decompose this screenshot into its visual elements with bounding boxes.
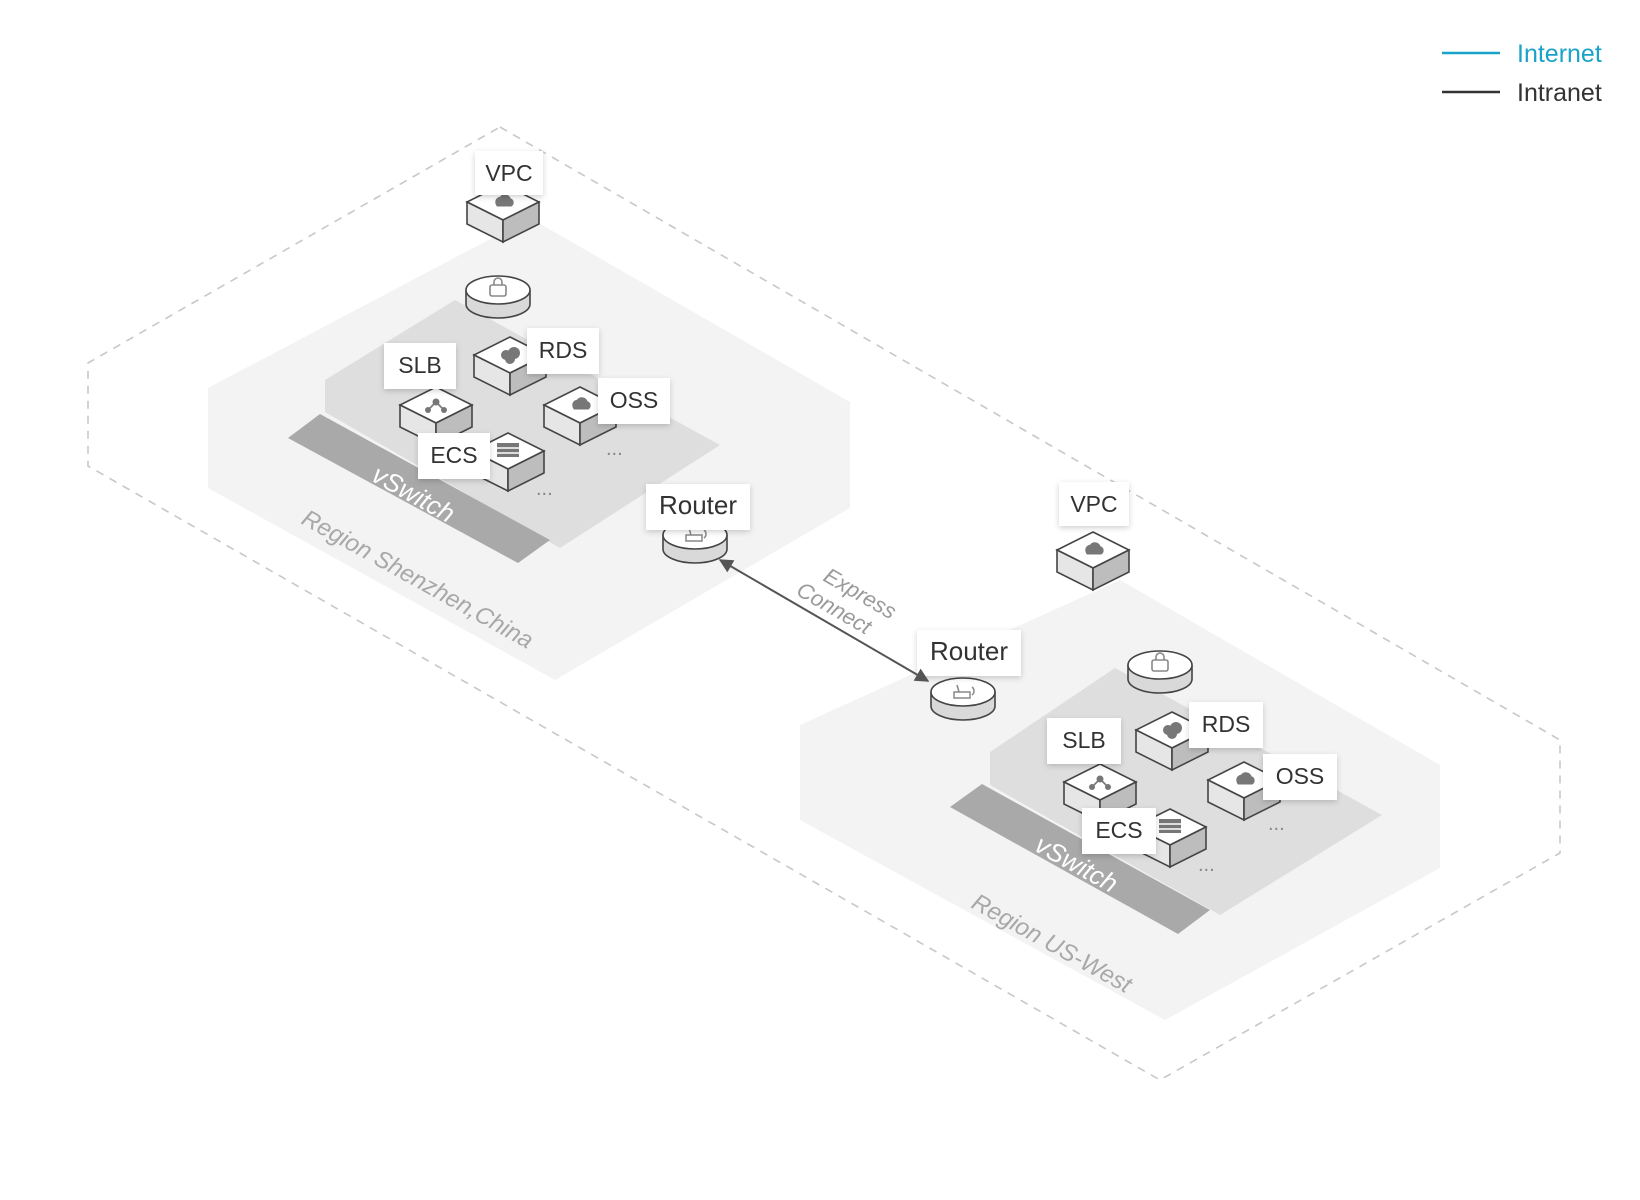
ecs-node[interactable] — [471, 432, 545, 492]
outer-dashed-boundary — [87, 126, 1561, 1081]
oss-node[interactable] — [1207, 761, 1281, 821]
storage-cloud-icon — [1236, 772, 1255, 785]
more-services-ellipsis-2: ... — [536, 478, 553, 500]
ecs-node[interactable] — [1133, 808, 1207, 868]
load-balancer-icon — [425, 398, 447, 413]
internet-legend-label: Internet — [1517, 40, 1602, 68]
slb-node[interactable] — [1063, 763, 1137, 823]
router-tag: Router — [646, 484, 750, 530]
vswitch-bar — [288, 414, 550, 563]
rds-tag: RDS — [527, 328, 599, 374]
storage-cloud-icon — [572, 397, 591, 410]
server-icon — [497, 443, 519, 457]
svg-text:OSS: OSS — [1276, 763, 1325, 789]
router-node[interactable] — [930, 677, 996, 721]
svg-text:RDS: RDS — [539, 337, 588, 363]
svg-text:ECS: ECS — [1095, 817, 1142, 843]
database-cloud-icon — [1163, 722, 1182, 739]
svg-text:SLB: SLB — [1062, 727, 1105, 753]
legend: Internet Intranet — [1442, 40, 1602, 107]
oss-tag: OSS — [1263, 754, 1337, 800]
load-balancer-icon — [1089, 775, 1111, 790]
oss-node[interactable] — [543, 386, 617, 446]
vpc-tag: VPC — [475, 151, 543, 195]
slb-node[interactable] — [399, 386, 473, 446]
vpc-node[interactable] — [1056, 531, 1130, 591]
svg-text:SLB: SLB — [398, 352, 441, 378]
svg-text:Router: Router — [659, 490, 737, 520]
router-icon — [953, 684, 975, 699]
region-us-west: vSwitch Region US-West VPC — [800, 482, 1440, 1020]
express-connect-line — [718, 559, 930, 682]
rds-node[interactable] — [1135, 711, 1209, 771]
security-group-node[interactable] — [465, 275, 531, 319]
svg-text:VPC: VPC — [485, 160, 532, 186]
svg-text:VPC: VPC — [1070, 491, 1117, 517]
svg-text:OSS: OSS — [610, 387, 659, 413]
cloud-icon — [495, 194, 514, 207]
vpc-node[interactable] — [466, 183, 540, 243]
cloud-icon — [1085, 542, 1104, 555]
lock-icon — [489, 277, 507, 297]
more-services-ellipsis-2: ... — [1198, 854, 1215, 876]
express-connect: Express Connect — [718, 559, 930, 682]
server-icon — [1159, 819, 1181, 833]
router-tag: Router — [917, 630, 1021, 676]
vpc-tag: VPC — [1059, 482, 1129, 526]
lock-icon — [1151, 652, 1169, 672]
svg-text:RDS: RDS — [1202, 711, 1251, 737]
slb-tag: SLB — [1047, 718, 1121, 764]
more-services-ellipsis: ... — [606, 438, 623, 460]
slb-tag: SLB — [384, 343, 456, 389]
svg-text:ECS: ECS — [430, 442, 477, 468]
database-cloud-icon — [501, 347, 520, 364]
rds-node[interactable] — [473, 336, 547, 396]
ecs-tag: ECS — [418, 433, 490, 479]
ecs-tag: ECS — [1082, 808, 1156, 854]
oss-tag: OSS — [598, 378, 670, 424]
vswitch-bar — [950, 784, 1210, 934]
svg-text:Router: Router — [930, 636, 1008, 666]
rds-tag: RDS — [1189, 702, 1263, 748]
intranet-legend-label: Intranet — [1517, 79, 1602, 107]
more-services-ellipsis: ... — [1268, 813, 1285, 835]
security-group-node[interactable] — [1127, 650, 1193, 694]
region-shenzhen: vSwitch Region Shenzhen,China VPC — [208, 151, 850, 680]
